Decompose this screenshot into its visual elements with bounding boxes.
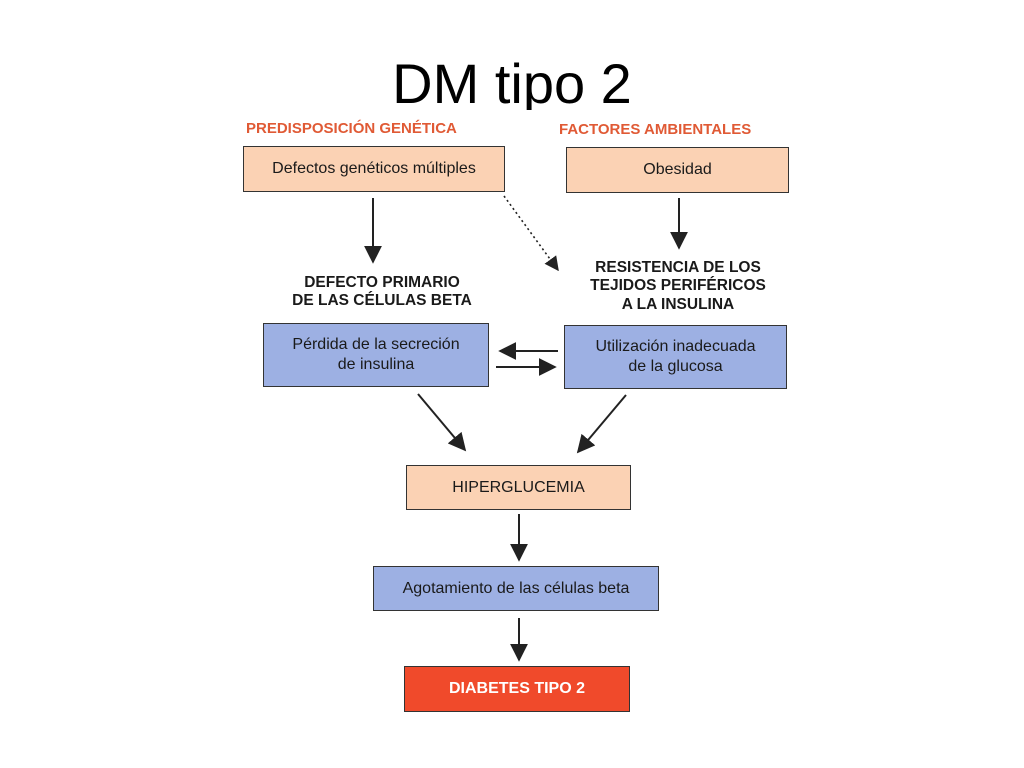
heading-insulin-resistance: RESISTENCIA DE LOS TEJIDOS PERIFÉRICOS A…: [590, 259, 766, 313]
flow-diagram: PREDISPOSICIÓN GENÉTICA FACTORES AMBIENT…: [236, 110, 800, 722]
heading-beta-cell-defect: DEFECTO PRIMARIO DE LAS CÉLULAS BETA: [292, 274, 472, 310]
box-obesity-label: Obesidad: [643, 161, 712, 178]
box-diabetes-type-2-label: DIABETES TIPO 2: [448, 680, 586, 697]
arrow-genetic-to-resistance: [503, 195, 559, 272]
box-genetic-defects: Defectos genéticos múltiples: [243, 146, 505, 192]
slide-title: DM tipo 2: [392, 52, 632, 115]
box-beta-cell-exhaustion-label: Agotamiento de las células beta: [402, 579, 630, 597]
box-insulin-secretion-loss: Pérdida de la secreción de insulina: [263, 323, 489, 387]
box-inadequate-glucose-use-label: Utilización inadecuada de la glucosa: [595, 338, 756, 375]
box-hyperglycemia-label: HIPERGLUCEMIA: [452, 478, 585, 496]
arrow-glucose-to-hyperglycemia: [576, 394, 627, 454]
heading-environmental-factors: FACTORES AMBIENTALES: [559, 121, 752, 138]
box-obesity: Obesidad: [566, 147, 789, 193]
box-hyperglycemia: HIPERGLUCEMIA: [406, 465, 631, 510]
arrow-layer: [364, 195, 688, 662]
box-genetic-defects-label: Defectos genéticos múltiples: [272, 160, 476, 177]
box-diabetes-type-2: DIABETES TIPO 2: [404, 666, 630, 712]
arrow-insulin-to-hyperglycemia: [417, 393, 467, 452]
heading-genetic-predisposition: PREDISPOSICIÓN GENÉTICA: [246, 120, 457, 137]
box-inadequate-glucose-use: Utilización inadecuada de la glucosa: [564, 325, 787, 389]
box-beta-cell-exhaustion: Agotamiento de las células beta: [373, 566, 659, 611]
box-insulin-secretion-loss-label: Pérdida de la secreción de insulina: [292, 336, 460, 373]
